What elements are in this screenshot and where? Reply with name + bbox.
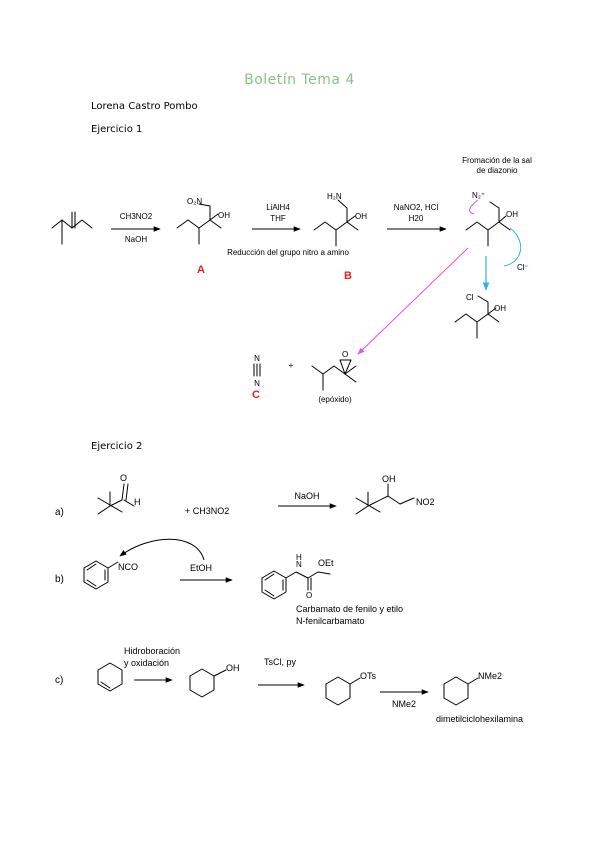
product-b-name-2: N-fenilcarbamato bbox=[296, 616, 365, 626]
compound-a-structure bbox=[176, 203, 222, 245]
diazonium-group: N₂⁺ bbox=[472, 191, 485, 200]
nitro-alcohol-structure bbox=[355, 483, 415, 515]
reagent-2-top: LiAlH4 bbox=[266, 203, 290, 212]
document-title: Boletín Tema 4 bbox=[244, 72, 355, 88]
curved-arrow-diazonium bbox=[469, 199, 479, 215]
nitromethane-reagent: + CH3NO2 bbox=[185, 506, 229, 516]
reagent-3-top: NaNO2, HCl bbox=[394, 203, 439, 212]
diazonium-oh: OH bbox=[506, 210, 518, 219]
step-c3: NMe2 bbox=[392, 699, 416, 709]
product-b-name-1: Carbamato de fenilo y etilo bbox=[296, 604, 403, 614]
carbamate-nh-h: H bbox=[296, 553, 302, 562]
carbamate-carbonyl-o: O bbox=[306, 591, 312, 600]
cyclohexanol-structure bbox=[189, 668, 227, 698]
n2-structure bbox=[253, 363, 261, 377]
label-part-b: b) bbox=[55, 574, 64, 585]
aldehyde-h: H bbox=[134, 497, 141, 507]
product-a-oh: OH bbox=[382, 474, 396, 484]
reagent-b: EtOH bbox=[190, 563, 212, 573]
step-c2: TsCl, py bbox=[264, 657, 297, 667]
curved-arrow-ethanol bbox=[119, 538, 205, 561]
diazonium-caption-line-1: Fromación de la sal bbox=[462, 156, 532, 165]
curved-arrow-chloride bbox=[503, 227, 521, 267]
exercise-1-heading: Ejercicio 1 bbox=[91, 124, 143, 135]
exercise-2-heading: Ejercicio 2 bbox=[91, 441, 143, 452]
compound-b-oh: OH bbox=[355, 212, 367, 221]
epoxide-oxygen: O bbox=[342, 350, 348, 359]
author-name: Lorena Castro Pombo bbox=[91, 101, 198, 112]
dimethylamine-product-structure bbox=[443, 676, 479, 706]
step-c1-line-2: y oxidación bbox=[124, 658, 169, 668]
diazonium-caption-line-2: de diazonio bbox=[477, 166, 518, 175]
product-a-nitro: NO2 bbox=[416, 497, 435, 507]
reagent-1-bottom: NaOH bbox=[125, 235, 147, 244]
cyclohexene-structure bbox=[97, 662, 123, 692]
chlorohydrin-cl: Cl bbox=[466, 293, 474, 302]
reagent-1-top: CH3NO2 bbox=[120, 212, 153, 221]
compound-a-oh: OH bbox=[218, 211, 230, 220]
epoxide-structure bbox=[311, 359, 357, 391]
chloride-ion: Cl⁻ bbox=[517, 263, 529, 272]
phenyl-isocyanate-structure bbox=[83, 560, 119, 590]
chlorohydrin-oh: OH bbox=[494, 304, 506, 313]
label-a: A bbox=[197, 264, 205, 276]
reduction-note: Reducción del grupo nitro a amino bbox=[227, 248, 349, 257]
compound-b-structure bbox=[313, 199, 359, 247]
tosylate-group: OTs bbox=[360, 671, 377, 681]
tosylate-structure bbox=[325, 676, 361, 706]
compound-a-nitro-group: O₂N bbox=[187, 197, 202, 206]
aldehyde-o: O bbox=[120, 473, 127, 483]
ketone-structure bbox=[51, 211, 93, 245]
label-part-a: a) bbox=[55, 507, 64, 518]
arrow-epoxide-formation bbox=[357, 247, 469, 355]
epoxide-note: (epóxido) bbox=[318, 395, 352, 404]
carbamate-oet: OEt bbox=[318, 558, 334, 568]
step-c1-line-1: Hidroboración bbox=[124, 646, 180, 656]
product-nme2-group: NMe2 bbox=[478, 671, 502, 681]
diazonium-structure bbox=[465, 201, 511, 247]
compound-b-amino-group: H₂N bbox=[327, 192, 342, 201]
reagent-3-bottom: H20 bbox=[409, 214, 424, 223]
n2-top-atom: N bbox=[254, 354, 260, 363]
carbamate-structure bbox=[261, 570, 331, 600]
carbamate-n: N bbox=[296, 560, 302, 569]
pivaldehyde-structure bbox=[97, 483, 135, 515]
plus-sign: + bbox=[289, 361, 294, 370]
label-b: B bbox=[344, 270, 352, 282]
reagent-a: NaOH bbox=[294, 491, 319, 501]
label-part-c: c) bbox=[55, 675, 63, 686]
chlorohydrin-structure bbox=[454, 295, 500, 339]
label-c: C bbox=[252, 389, 260, 401]
reagent-2-bottom: THF bbox=[270, 214, 286, 223]
product-c-name: dimetilciclohexilamina bbox=[436, 714, 523, 724]
n2-bottom-atom: N bbox=[254, 379, 260, 388]
isocyanate-group: NCO bbox=[118, 562, 138, 572]
cyclohexanol-oh: OH bbox=[226, 663, 240, 673]
